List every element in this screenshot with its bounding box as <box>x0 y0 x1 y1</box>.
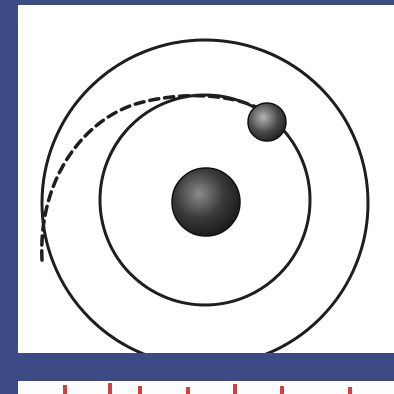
caption-mark <box>186 387 190 394</box>
cropped-caption-marks <box>18 381 394 394</box>
caption-mark <box>348 387 352 394</box>
nucleus <box>172 168 240 236</box>
electron <box>248 103 286 141</box>
caption-mark <box>233 384 237 394</box>
cropped-caption-strip <box>18 381 394 394</box>
caption-mark <box>63 385 67 394</box>
caption-mark <box>138 386 142 394</box>
atom-orbit-diagram <box>18 5 394 353</box>
diagram-panel <box>18 5 394 353</box>
caption-mark <box>280 386 284 394</box>
caption-mark <box>108 383 112 394</box>
